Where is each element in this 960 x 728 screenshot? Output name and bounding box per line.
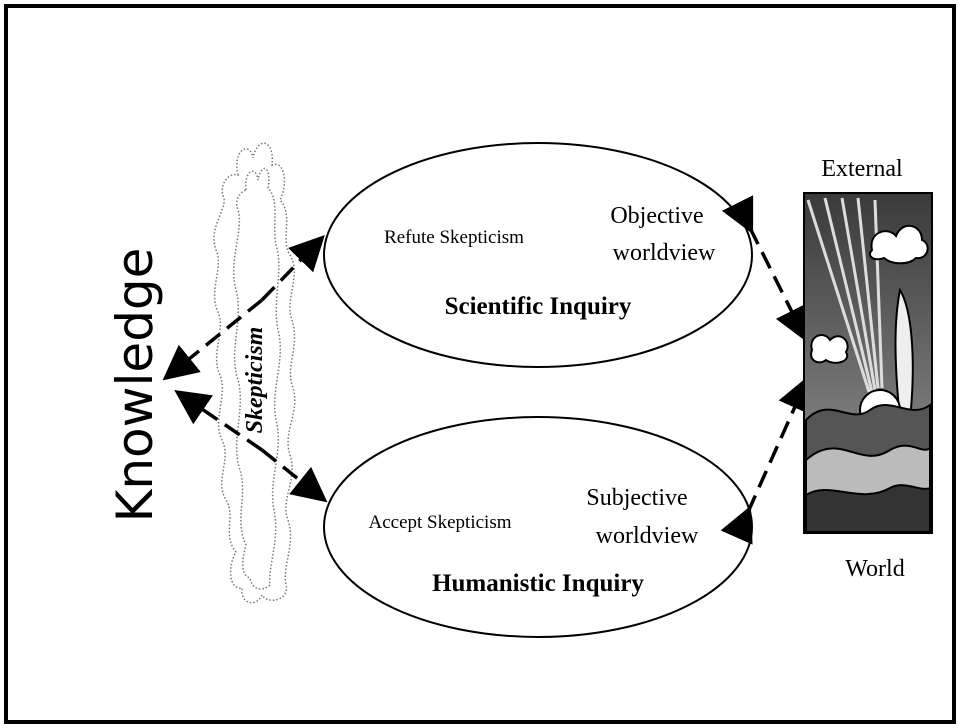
subjective-worldview-text: worldview	[596, 523, 699, 549]
arrow-to-humanistic	[260, 448, 328, 503]
arrow-subjective-world	[720, 375, 811, 545]
arrow-objective-world	[721, 195, 808, 343]
skepticism-cloud	[213, 142, 296, 604]
objective-worldview-text: worldview	[613, 240, 716, 266]
external-label: External	[821, 156, 903, 182]
arrow-to-scientific	[260, 234, 325, 302]
objective-text: Objective	[610, 203, 703, 229]
arrow-to-knowledge-upper	[162, 298, 264, 381]
subjective-text: Subjective	[586, 485, 687, 511]
skepticism-label: Skepticism	[242, 327, 268, 434]
accept-skepticism-text: Accept Skepticism	[369, 512, 512, 533]
knowledge-label: Knowledge	[106, 248, 164, 523]
external-world-image	[803, 192, 933, 534]
scientific-inquiry-title: Scientific Inquiry	[445, 293, 632, 320]
arrow-to-knowledge-lower	[174, 390, 263, 452]
humanistic-inquiry-title: Humanistic Inquiry	[432, 570, 644, 597]
world-label: World	[845, 556, 904, 582]
refute-skepticism-text: Refute Skepticism	[384, 227, 524, 248]
